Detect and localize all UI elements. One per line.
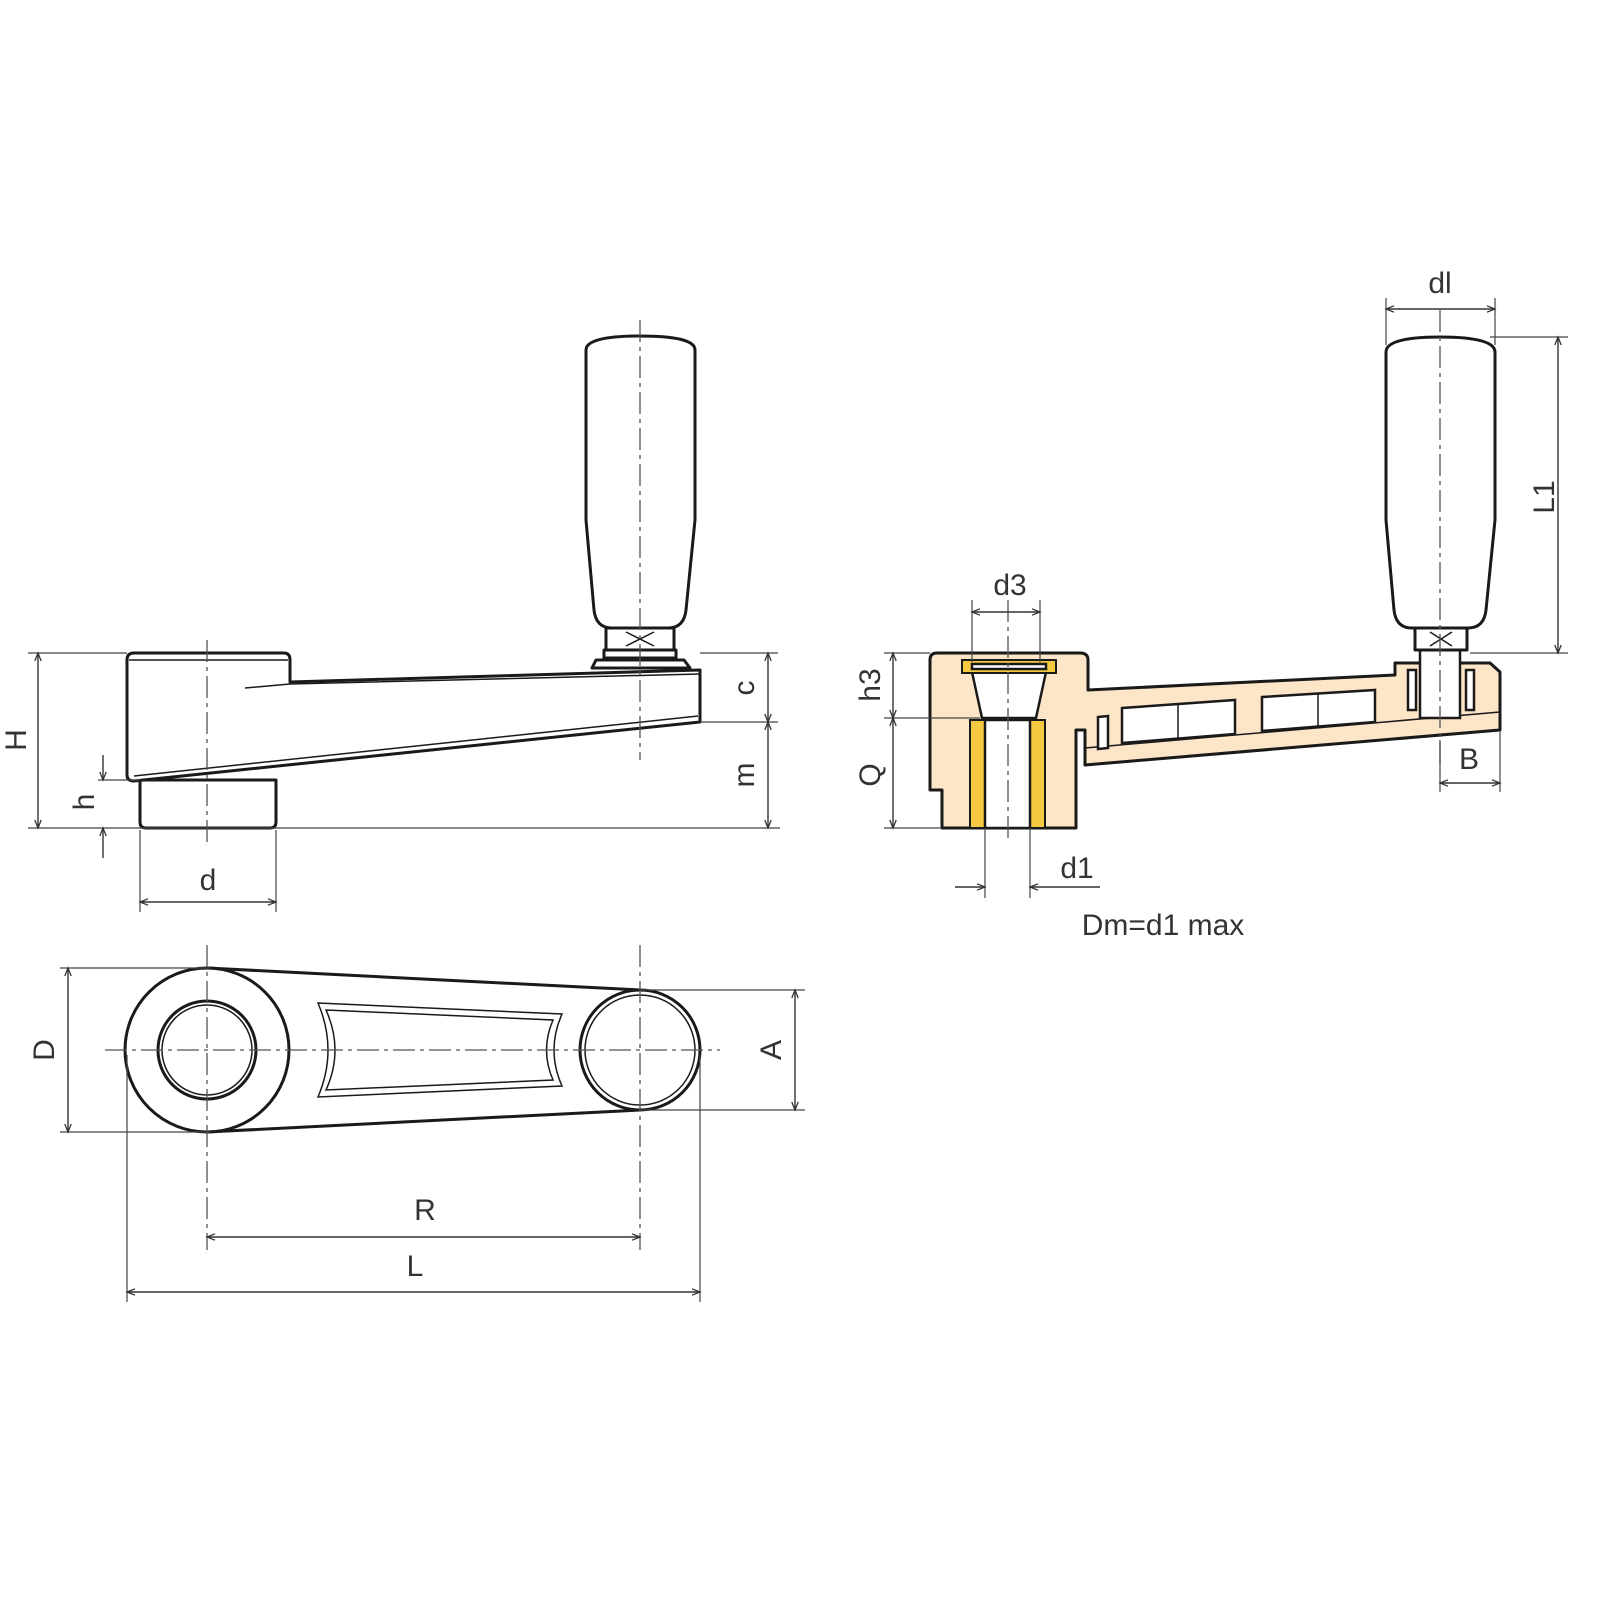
label-B: B — [1459, 743, 1479, 776]
label-m: m — [728, 763, 761, 788]
label-H: H — [0, 729, 33, 751]
label-L: L — [407, 1250, 424, 1283]
label-L1: L1 — [1528, 480, 1561, 513]
label-d1: d1 — [1060, 852, 1093, 885]
side-view: H h d c m — [0, 320, 780, 912]
label-A: A — [755, 1040, 788, 1060]
label-h: h — [68, 794, 101, 811]
label-dl: dl — [1428, 267, 1451, 300]
label-R: R — [414, 1194, 436, 1227]
counterbore — [970, 670, 1048, 720]
hub-boss — [138, 778, 278, 830]
label-h3: h3 — [854, 668, 887, 701]
label-D: D — [28, 1039, 61, 1061]
label-d3: d3 — [993, 569, 1026, 602]
note-dm: Dm=d1 max — [1082, 909, 1245, 942]
label-d: d — [200, 864, 217, 897]
top-view: D A R L — [28, 945, 805, 1302]
crank-arm — [125, 651, 702, 783]
label-Q: Q — [854, 763, 887, 786]
arm-recess — [316, 1002, 564, 1098]
threaded-insert-right — [1029, 719, 1046, 829]
web-window-1 — [1096, 714, 1110, 751]
section-view: dl L1 d3 h3 Q d1 B Dm=d1 max — [854, 267, 1568, 942]
threaded-insert-left — [969, 719, 986, 829]
label-c: c — [728, 681, 761, 696]
